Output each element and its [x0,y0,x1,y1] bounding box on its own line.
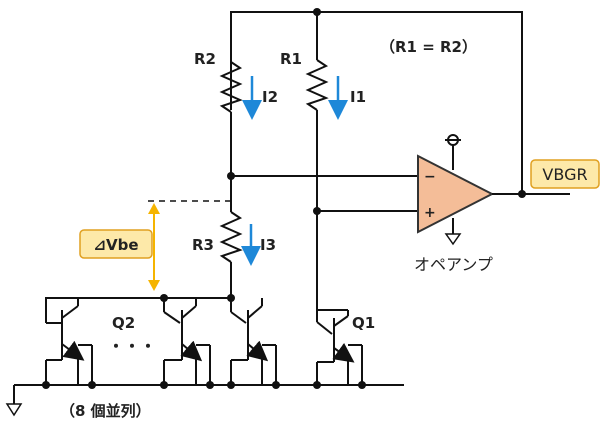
transistor-q2-a [45,298,93,385]
transistor-q2-b [163,298,211,385]
opamp-minus-sign: − [424,169,436,185]
resistor-r2 [219,12,243,176]
resistor-r1 [305,59,329,322]
delta-vbe-label-box: ⊿Vbe [79,229,153,259]
opamp-output [492,190,570,198]
transistor-q1 [316,309,363,385]
label-q2: Q2 [112,314,135,332]
label-r1: R1 [280,50,302,68]
resistor-r3 [219,176,243,302]
vbgr-label-box: VBGR [530,159,600,189]
label-dots: ・・・ [108,337,156,356]
ground-bus [5,381,404,417]
label-r3: R3 [192,236,214,254]
label-parallel-note: （8 個並列） [60,402,151,420]
delta-vbe-label: ⊿Vbe [93,236,138,254]
label-equal-note: （R1 = R2） [380,38,477,56]
label-q1: Q1 [352,314,375,332]
label-opamp: オペアンプ [414,255,493,274]
opamp-plus-sign: + [424,205,436,221]
opamp: − + [417,134,495,246]
delta-vbe-arrow [148,203,160,291]
node-minus-input [227,172,418,180]
label-r2: R2 [194,50,216,68]
vbgr-label: VBGR [542,165,587,184]
label-i1: I1 [350,88,366,106]
label-i3: I3 [260,236,276,254]
label-i2: I2 [262,88,278,106]
transistor-q2-c [230,298,277,385]
node-plus-input [313,207,418,215]
